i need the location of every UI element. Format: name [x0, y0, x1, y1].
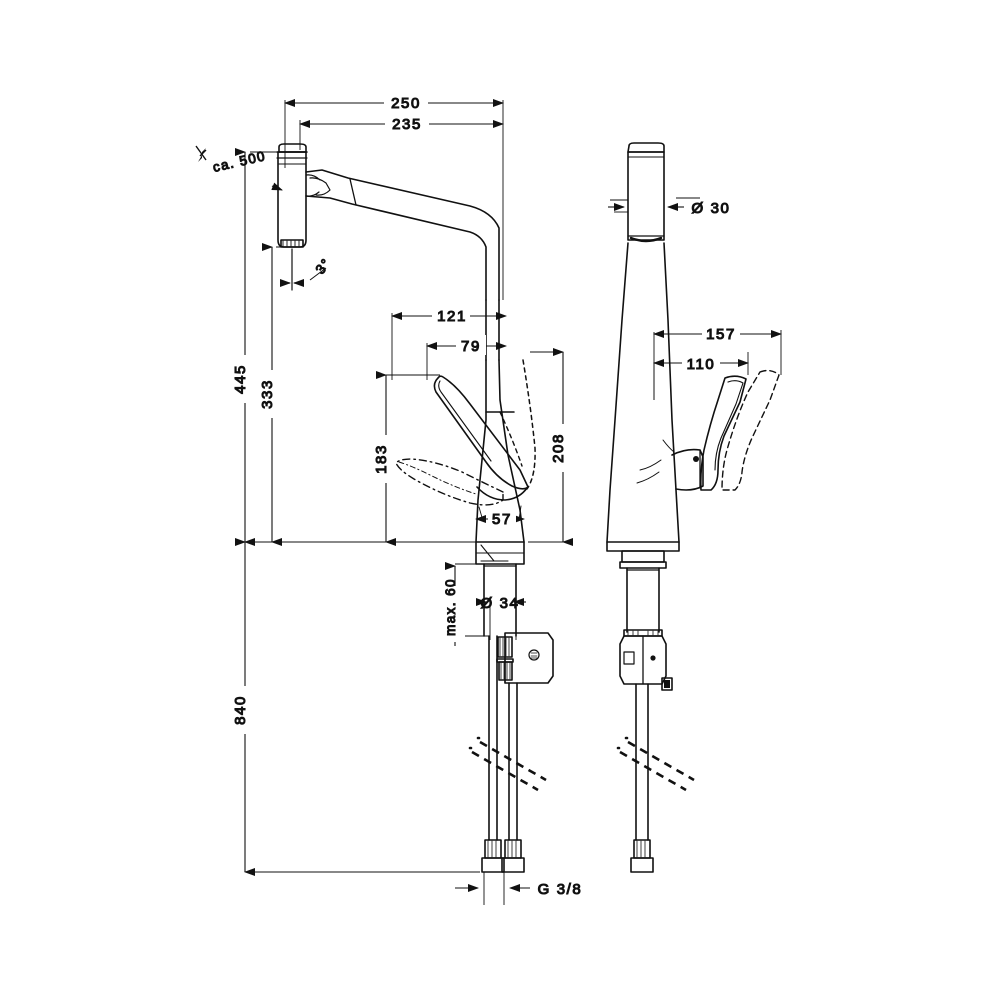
- supply-hose-side: [616, 683, 695, 873]
- dim-dia-30: Ø 30: [608, 199, 731, 218]
- dimension-layer: 250 235 ca. 500 3° 445: [195, 92, 782, 905]
- dim-label-79: 79: [461, 338, 481, 355]
- dim-label-208: 208: [550, 433, 567, 463]
- extension-lines: [250, 100, 782, 905]
- dim-label-840: 840: [232, 695, 249, 725]
- valve-block-front: [496, 632, 554, 684]
- dim-235: 235: [299, 113, 504, 134]
- side-view: [606, 142, 780, 873]
- dim-label-157: 157: [706, 326, 736, 343]
- dim-label-57: 57: [492, 511, 512, 528]
- dim-max-60: max. 60: [442, 562, 465, 646]
- pullout-head-side: [627, 142, 665, 243]
- dim-label-183: 183: [373, 444, 390, 474]
- base-escutcheon-front: [475, 541, 525, 565]
- dim-label-g38: G 3/8: [538, 881, 583, 898]
- base-escutcheon-side: [606, 541, 680, 569]
- mounting-shank-side: [626, 567, 660, 633]
- dim-208: 208: [549, 348, 573, 546]
- dim-label-445: 445: [232, 364, 249, 394]
- valve-block-side: [619, 629, 673, 691]
- dim-445: 445: [231, 148, 255, 546]
- dim-label-dia-34: Ø 34: [481, 595, 520, 612]
- dim-250: 250: [284, 92, 504, 113]
- supply-hoses-front: [468, 635, 547, 873]
- dim-label-333: 333: [259, 379, 276, 409]
- dim-121: 121: [391, 305, 507, 326]
- dim-dia-34: Ø 34: [476, 594, 526, 613]
- mixer-body-side: [606, 242, 680, 543]
- dim-157: 157: [653, 323, 782, 344]
- dim-label-235: 235: [392, 116, 422, 133]
- dim-label-max-60: max. 60: [443, 578, 458, 636]
- lever-handle-front: [395, 359, 536, 506]
- dim-label-250: 250: [391, 95, 421, 112]
- dim-333: 333: [258, 243, 282, 546]
- dim-79: 79: [426, 335, 507, 356]
- dim-110: 110: [653, 352, 749, 374]
- dim-183: 183: [372, 371, 396, 546]
- dim-g38: G 3/8: [455, 880, 583, 899]
- dim-840: 840: [231, 538, 255, 876]
- dim-57: 57: [475, 508, 525, 529]
- dim-label-110: 110: [687, 356, 716, 373]
- lever-handle-side: [700, 369, 780, 491]
- dim-label-121: 121: [437, 308, 467, 325]
- dim-label-dia-30: Ø 30: [692, 200, 731, 217]
